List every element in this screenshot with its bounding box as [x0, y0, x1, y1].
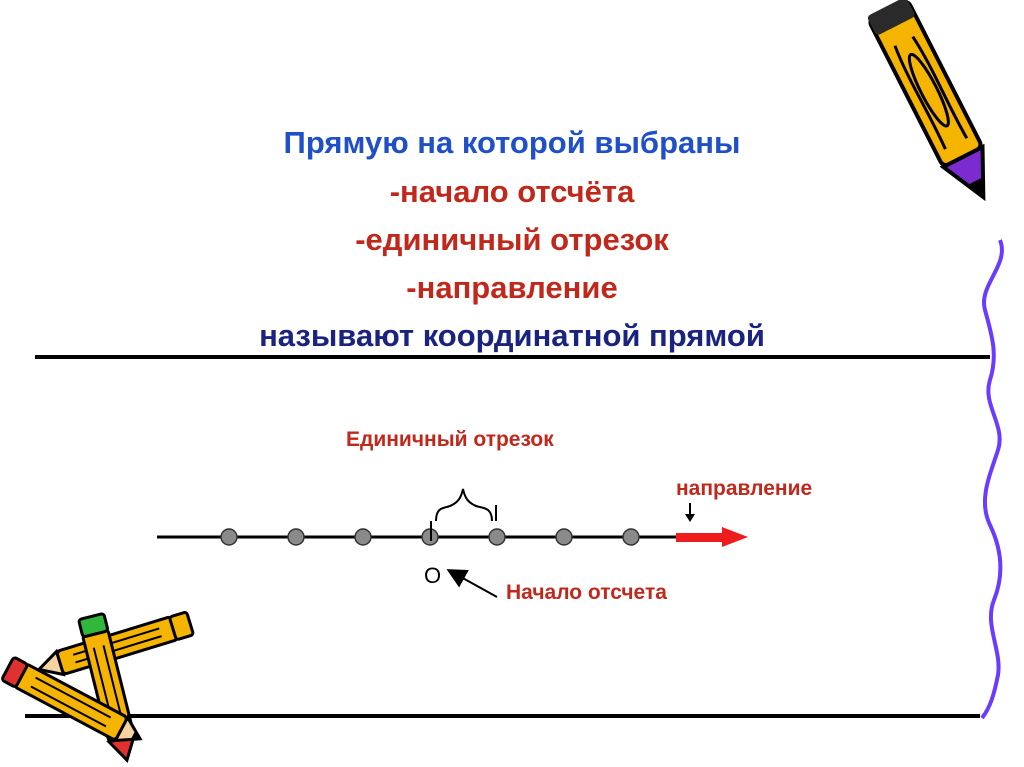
direction-pointer-icon [685, 503, 695, 522]
number-line-point [555, 528, 573, 546]
title-line-5: называют координатной прямой [259, 318, 765, 353]
direction-arrow-icon [676, 527, 748, 547]
title-line-2: -начало отсчёта [389, 174, 635, 209]
number-line-point [622, 528, 640, 546]
origin-caption: Начало отсчета [506, 581, 667, 604]
direction-label: направление [676, 477, 813, 500]
number-line-point [354, 528, 372, 546]
origin-pointer-arrow [446, 569, 498, 598]
number-line-point [220, 528, 238, 546]
number-line-point [287, 528, 305, 546]
origin-label: O [424, 563, 442, 588]
unit-segment-label: Единичный отрезок [346, 428, 554, 451]
title-line-1: Прямую на которой выбраны [283, 125, 741, 160]
crossed-pencils-icon [1, 611, 195, 763]
number-line-point [488, 528, 506, 546]
wavy-border-line [980, 239, 1004, 720]
unit-segment-brace [435, 488, 493, 522]
title-line-3: -единичный отрезок [355, 222, 669, 257]
pencil-icon [867, 0, 986, 202]
title-line-4: -направление [406, 270, 618, 305]
